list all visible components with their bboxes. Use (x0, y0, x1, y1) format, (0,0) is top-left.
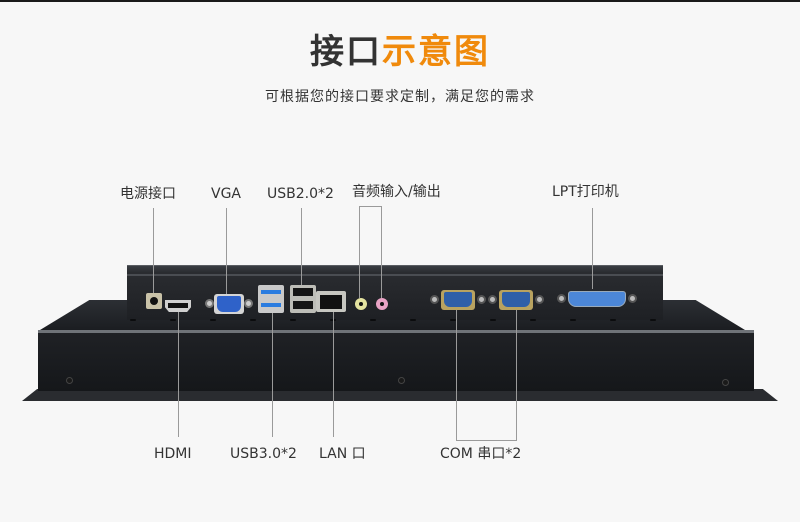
vent-slot (610, 319, 616, 321)
callout-line-hdmi (178, 312, 179, 437)
label-power: 电源接口 (120, 186, 176, 202)
lpt-icon (557, 289, 637, 309)
vent-slot (530, 319, 536, 321)
callout-line-audio-out (381, 206, 382, 298)
vga-connector (217, 296, 241, 312)
callout-line-com2 (516, 310, 517, 441)
vent-slot (410, 319, 416, 321)
vent-slot (490, 319, 496, 321)
audio-in-icon (355, 298, 367, 310)
device-edge (38, 330, 754, 333)
screw-icon (722, 379, 729, 386)
usb3-icon (258, 285, 284, 313)
label-lpt: LPT打印机 (552, 184, 619, 200)
callout-line-usb3 (272, 313, 273, 437)
label-hdmi: HDMI (154, 446, 192, 462)
vga-icon (205, 294, 253, 314)
com1-icon (430, 290, 486, 310)
callout-line-lan (333, 312, 334, 437)
dc-power-icon (146, 293, 162, 309)
callout-line-lpt (592, 208, 593, 289)
title-accent: 示意图 (382, 32, 490, 72)
vent-slot (210, 319, 216, 321)
subtitle: 可根据您的接口要求定制，满足您的需求 (265, 89, 535, 105)
vent-slot (130, 319, 136, 321)
vent-slot (370, 319, 376, 321)
label-vga: VGA (211, 186, 242, 202)
screw-icon (398, 377, 405, 384)
audio-out-icon (376, 298, 388, 310)
vent-slot (570, 319, 576, 321)
com2-icon (488, 290, 544, 310)
io-plate-highlight (127, 274, 663, 276)
device-body (38, 333, 754, 391)
callout-line-audio-in (359, 206, 360, 298)
callout-line-vga (226, 208, 227, 294)
callout-line-com1 (456, 310, 457, 441)
label-com: COM 串口*2 (440, 446, 522, 462)
title-part1: 接口 (310, 32, 382, 72)
screw-icon (205, 299, 214, 308)
device-flange (22, 389, 778, 401)
vent-slot (170, 319, 176, 321)
vent-slot (290, 319, 296, 321)
vent-slot (450, 319, 456, 321)
callout-line-com-h (456, 440, 517, 441)
screw-icon (244, 299, 253, 308)
screw-icon (66, 377, 73, 384)
top-border (0, 0, 800, 2)
label-audio: 音频输入/输出 (352, 184, 441, 200)
hdmi-icon (165, 300, 191, 312)
callout-line-usb2 (301, 208, 302, 285)
label-usb2: USB2.0*2 (267, 186, 334, 202)
vent-slot (650, 319, 656, 321)
vent-slot (250, 319, 256, 321)
callout-line-power (153, 208, 154, 293)
label-lan: LAN 口 (319, 446, 366, 462)
usb2-icon (290, 285, 316, 313)
rj45-icon (316, 291, 346, 312)
page-title: 接口示意图 (0, 32, 800, 72)
label-usb3: USB3.0*2 (230, 446, 297, 462)
callout-line-audio-h (359, 206, 382, 207)
